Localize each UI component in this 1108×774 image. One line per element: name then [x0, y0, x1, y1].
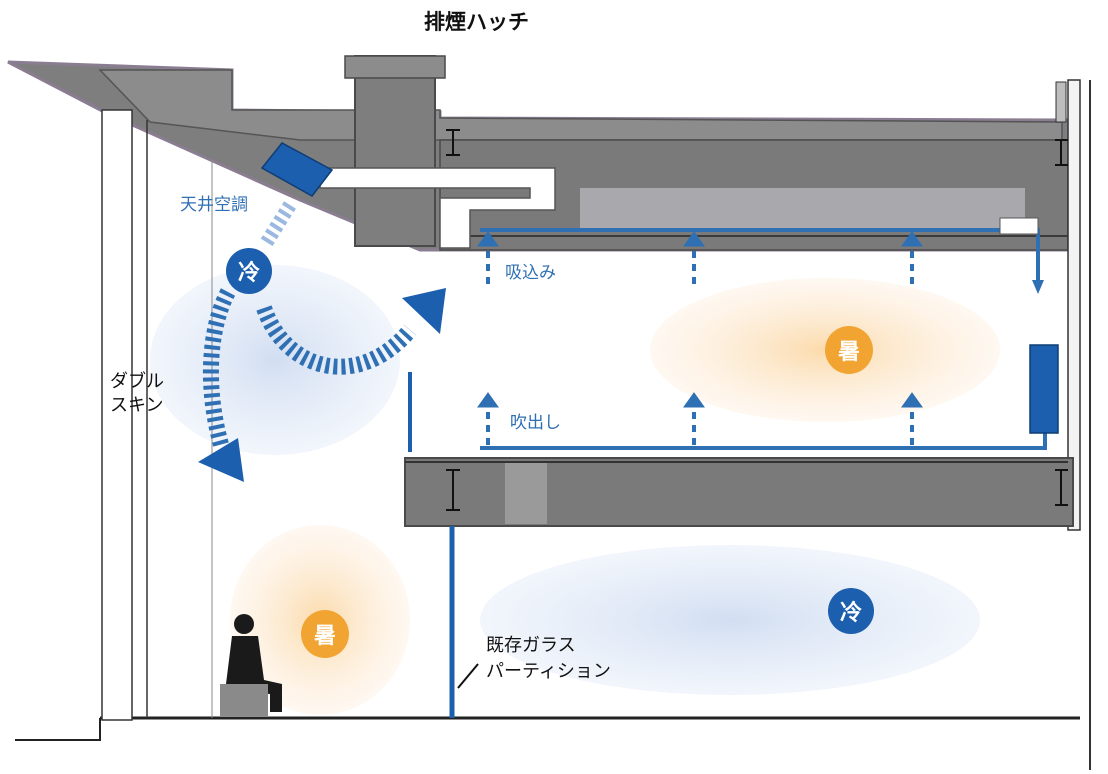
double-skin-label-2: スキン [110, 395, 164, 416]
right-wall [1067, 79, 1081, 531]
ceiling-ac-label: 天井空調 [180, 195, 248, 215]
double-skin-label-1: ダブル [110, 371, 164, 392]
cold-badge-lower: 冷 [828, 588, 874, 634]
cold-badge-upper: 冷 [226, 248, 272, 294]
glass-partition-label-2: パーティション [486, 661, 611, 682]
airflow-arrowhead-right [402, 288, 446, 334]
return-arrow [1032, 280, 1044, 294]
duct-corner-white [999, 217, 1039, 235]
exhaust-duct [319, 167, 556, 249]
double-skin-outer [101, 109, 133, 721]
cold-zone-lower-right [480, 545, 980, 695]
glass-partition-label-1: 既存ガラス [486, 635, 576, 656]
airflow-arc-right [256, 305, 417, 375]
bench [220, 684, 268, 716]
smoke-hatch-cap [344, 55, 446, 79]
smoke-hatch-label: 排煙ハッチ [424, 10, 529, 34]
ceiling-panel-light [580, 188, 1025, 230]
i-beam-marks [446, 129, 1068, 511]
partition-leader [457, 663, 479, 689]
outlet-arrows [477, 392, 923, 445]
supply-duct-bottom [480, 430, 1047, 450]
fan-coil-unit [1029, 344, 1059, 434]
hot-badge-upper: 暑 [825, 326, 873, 374]
intake-label: 吸込み [505, 263, 556, 283]
smoke-hatch-shaft [354, 55, 436, 247]
hot-badge-lower: 暑 [301, 610, 349, 658]
outlet-label: 吹出し [510, 413, 561, 433]
roof-top-layer [98, 69, 1063, 141]
cold-zone-upper-left [150, 265, 400, 455]
airflow-arrowhead-down [198, 438, 244, 482]
intake-arrows [477, 231, 923, 284]
lower-beam-light [505, 462, 547, 524]
airflow-from-ac [259, 201, 296, 249]
right-wall-frame [1055, 81, 1067, 123]
ceiling-ac-unit [260, 142, 334, 197]
floor-step-left [15, 718, 101, 741]
airflow-arc-down [202, 288, 236, 451]
